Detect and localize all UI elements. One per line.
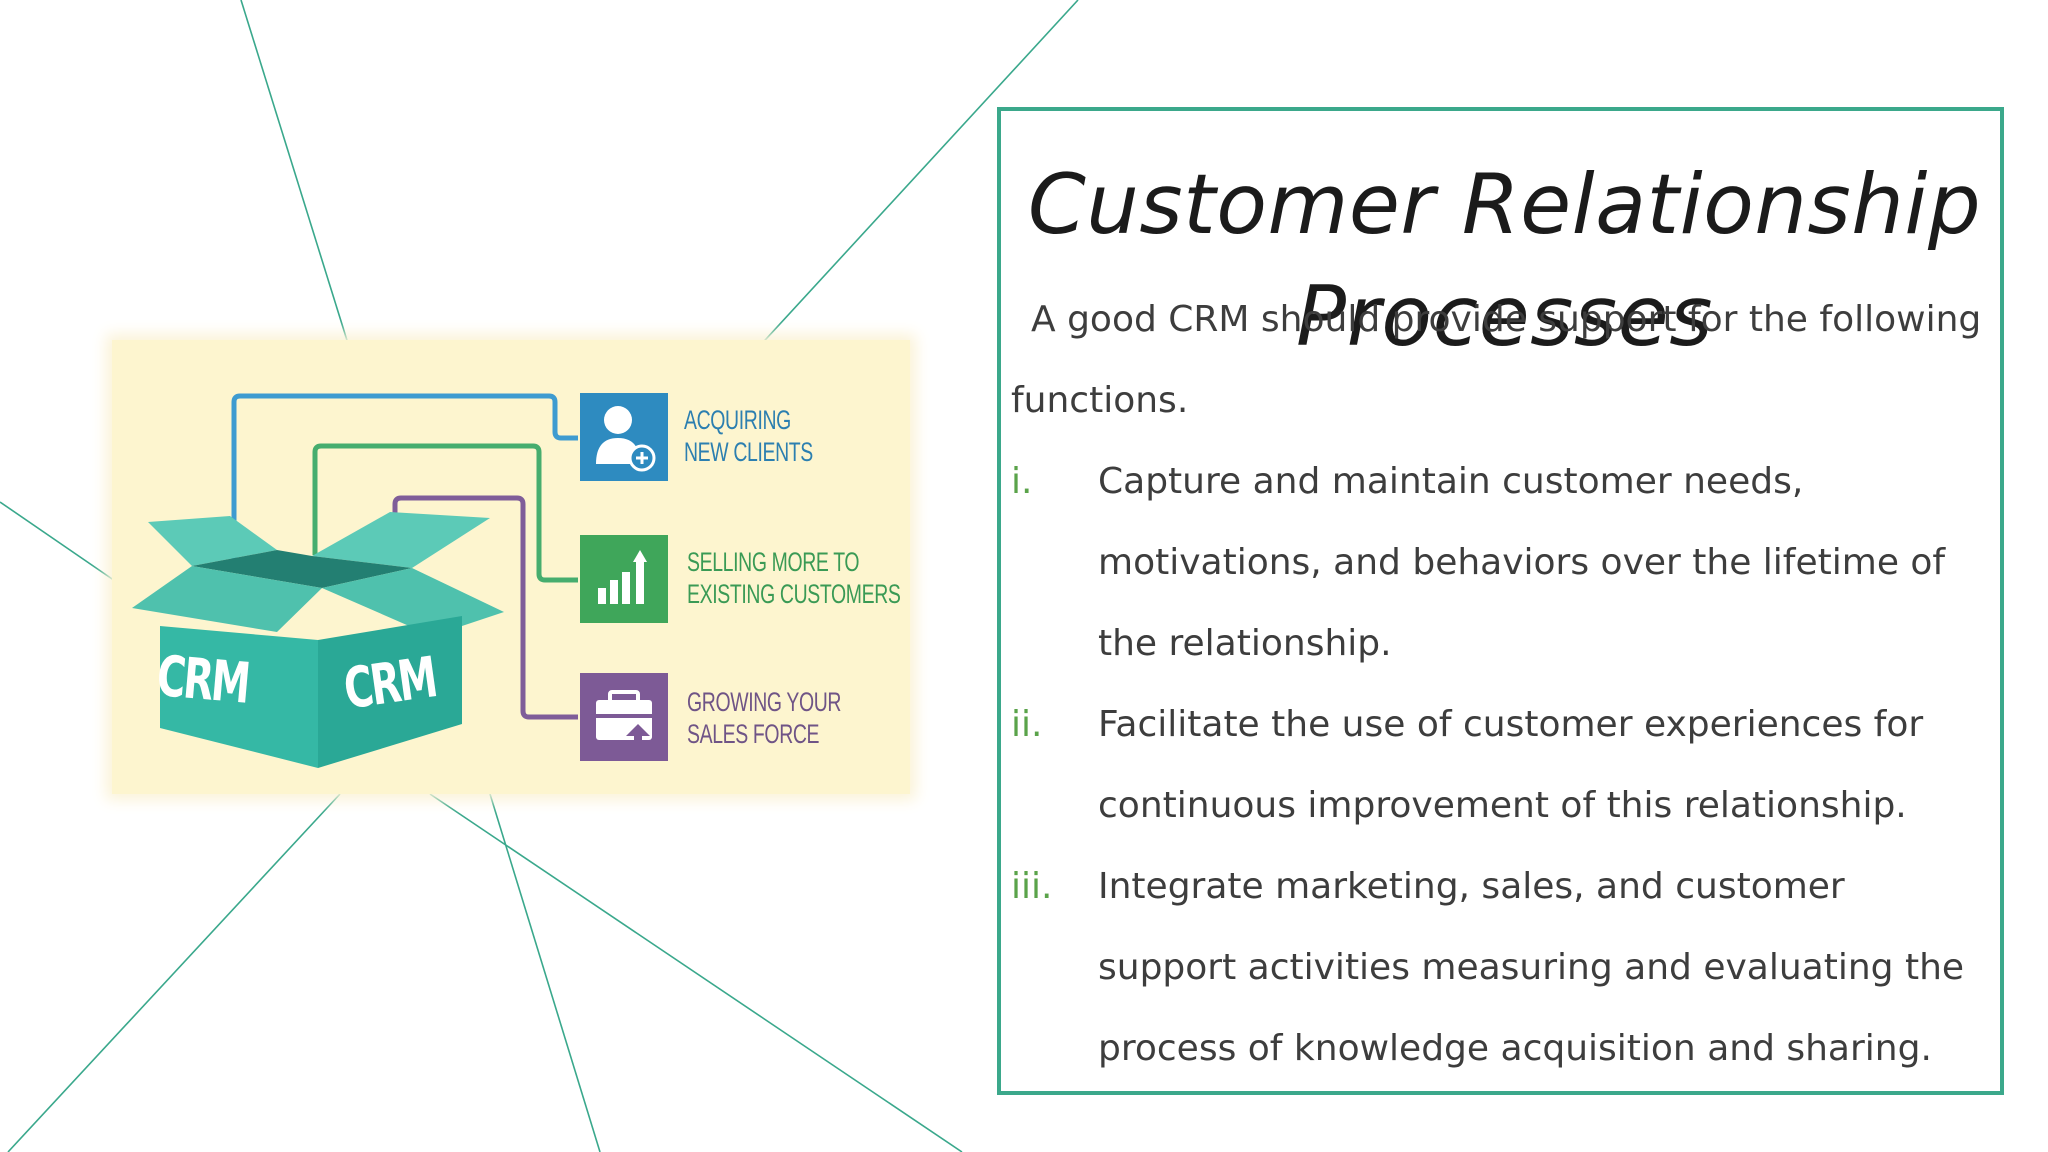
list-item-text: Facilitate the use of customer experienc… xyxy=(1098,704,1924,826)
list-item-text: Integrate marketing, sales, and customer… xyxy=(1098,866,1965,1069)
icon-square-blue xyxy=(580,393,668,481)
list-numeral: i. xyxy=(1011,461,1033,502)
box-front-left xyxy=(160,626,318,768)
bar-chart-up-icon xyxy=(598,550,647,604)
briefcase-icon xyxy=(596,690,652,746)
box-flap-right xyxy=(312,512,490,568)
crm-box-artwork xyxy=(132,393,668,768)
connector-line-blue xyxy=(231,393,578,560)
list-item: ii. Facilitate the use of customer exper… xyxy=(1011,684,1991,846)
box-label-right: CRM xyxy=(340,645,440,723)
feature-label-growing: GROWING YOUR SALES FORCE xyxy=(687,686,841,750)
list-numeral: ii. xyxy=(1011,704,1043,745)
feature-line: SALES FORCE xyxy=(687,719,820,749)
feature-line: GROWING YOUR xyxy=(687,687,842,717)
decorative-line xyxy=(240,0,351,351)
box-inside xyxy=(192,550,412,588)
content-box: Customer Relationship Processes A good C… xyxy=(997,107,2004,1095)
box-flap-left xyxy=(148,516,277,566)
user-add-icon xyxy=(596,406,656,472)
feature-label-selling: SELLING MORE TO EXISTING CUSTOMERS xyxy=(687,546,901,610)
feature-line: SELLING MORE TO xyxy=(687,547,860,577)
box-front-right xyxy=(318,616,462,768)
feature-line: ACQUIRING xyxy=(684,405,791,435)
connector-line-green xyxy=(312,443,578,583)
crm-illustration: CRM CRM ACQUIRING NEW CLIENTS SELLING MO… xyxy=(112,340,910,794)
box-label-left: CRM xyxy=(154,644,251,717)
intro-paragraph: A good CRM should provide support for th… xyxy=(1011,299,1982,421)
feature-label-acquiring: ACQUIRING NEW CLIENTS xyxy=(684,404,813,468)
feature-line: EXISTING CUSTOMERS xyxy=(687,579,901,609)
feature-line: NEW CLIENTS xyxy=(684,437,813,467)
decorative-line xyxy=(7,793,341,1152)
list-numeral: iii. xyxy=(1011,866,1053,907)
slide-body: A good CRM should provide support for th… xyxy=(1011,279,1991,1089)
slide-title: Customer Relationship Processes xyxy=(1027,156,1982,365)
decorative-line xyxy=(489,793,601,1152)
box-rim-left xyxy=(132,566,322,632)
list-item: iii. Integrate marketing, sales, and cus… xyxy=(1011,846,1991,1089)
decorative-line xyxy=(0,501,119,584)
decorative-line xyxy=(755,0,1079,351)
functions-list: i. Capture and maintain customer needs, … xyxy=(1011,441,1991,1089)
decorative-line xyxy=(429,793,963,1152)
connector-line-purple xyxy=(392,495,578,720)
list-item: i. Capture and maintain customer needs, … xyxy=(1011,441,1991,684)
list-item-text: Capture and maintain customer needs, mot… xyxy=(1098,461,1946,664)
